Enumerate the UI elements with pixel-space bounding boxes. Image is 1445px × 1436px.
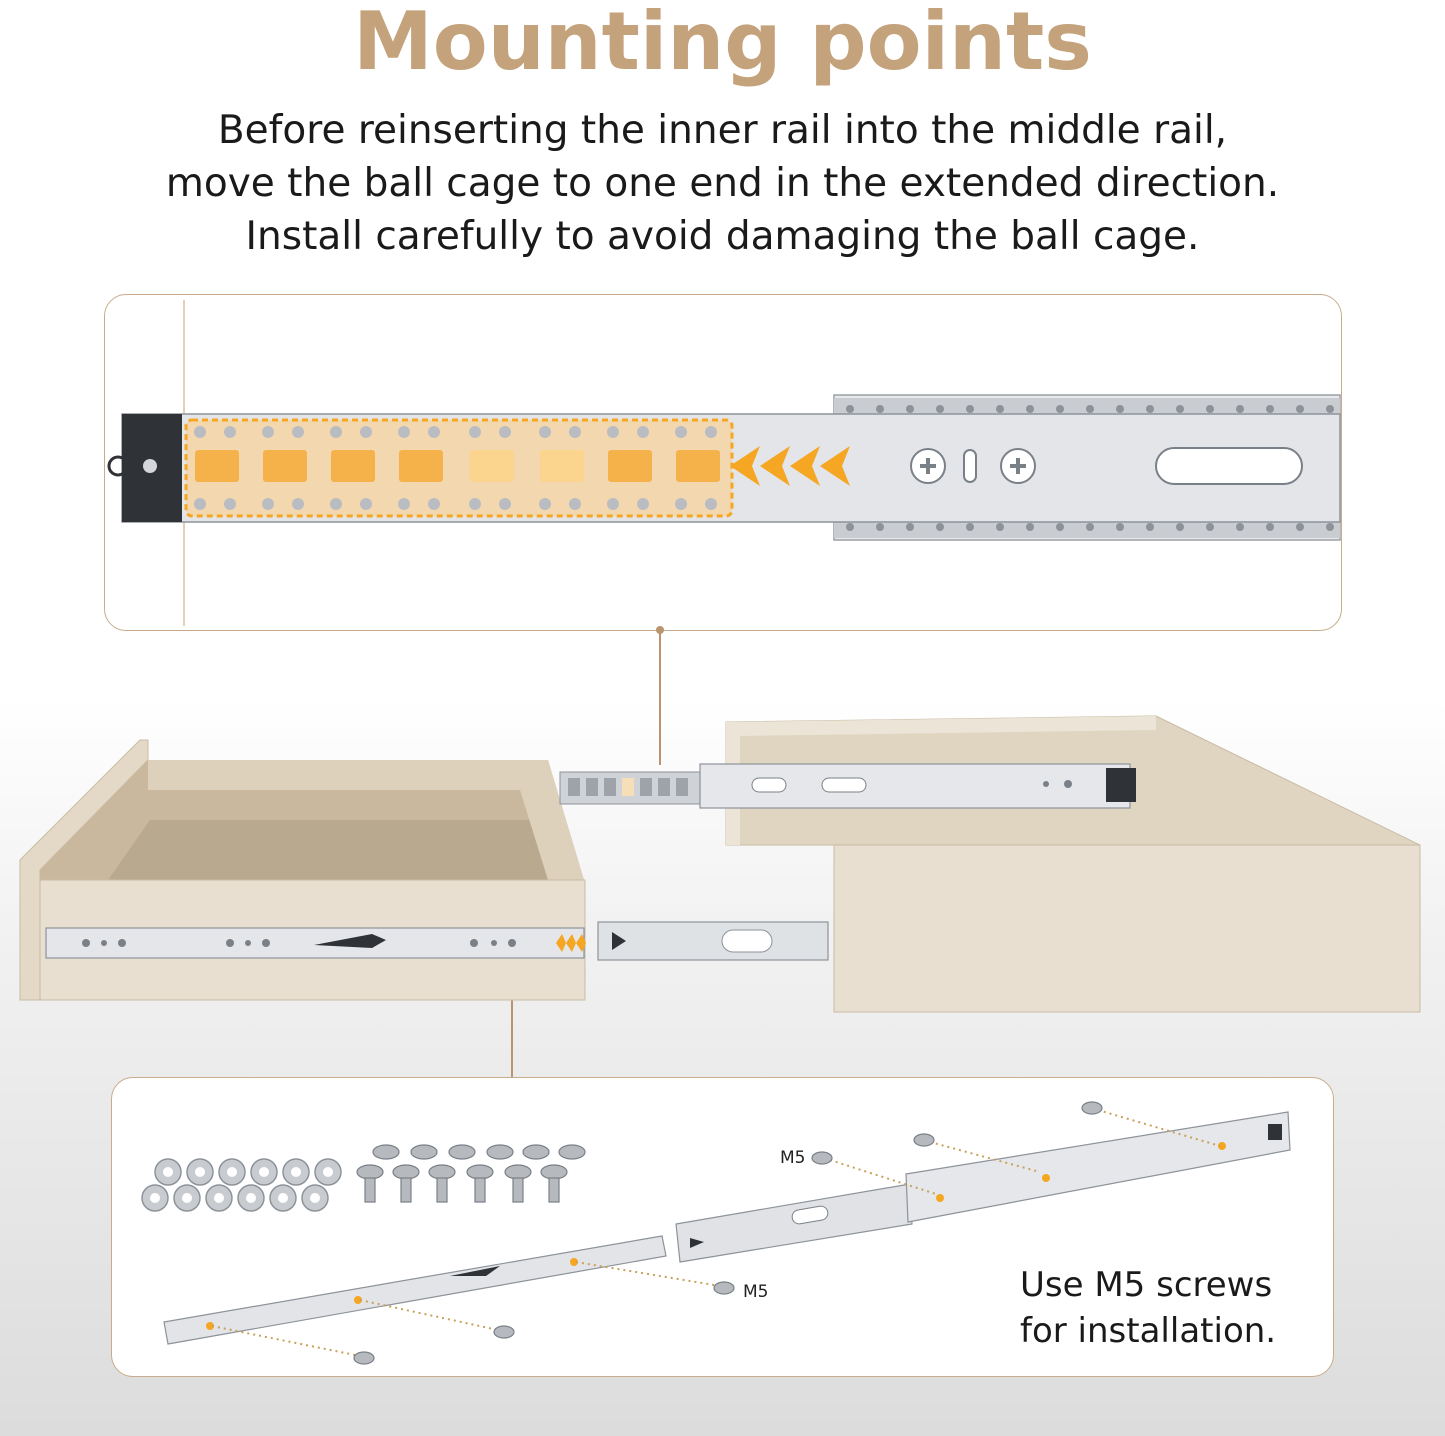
instruction-line-3: Install carefully to avoid damaging the … (245, 214, 1200, 259)
instruction-line-1: Before reinserting the inner rail into t… (217, 108, 1228, 153)
instruction-line-2: move the ball cage to one end in the ext… (165, 161, 1280, 206)
instruction-text: Before reinserting the inner rail into t… (0, 104, 1445, 263)
connector-line-top (659, 630, 661, 765)
ball-cage-detail-illustration (107, 300, 1341, 626)
drawer-cabinet-illustration (19, 715, 1421, 1013)
connector-line-bottom (511, 944, 513, 1077)
page-title: Mounting points (353, 0, 1092, 88)
screw-label-upper: M5 (780, 1148, 806, 1168)
installation-note-line-1: Use M5 screws (1020, 1265, 1273, 1305)
screw-label-lower: M5 (743, 1282, 769, 1302)
installation-note-line-2: for installation. (1020, 1311, 1277, 1351)
installation-note: Use M5 screws for installation. (1020, 1262, 1320, 1354)
